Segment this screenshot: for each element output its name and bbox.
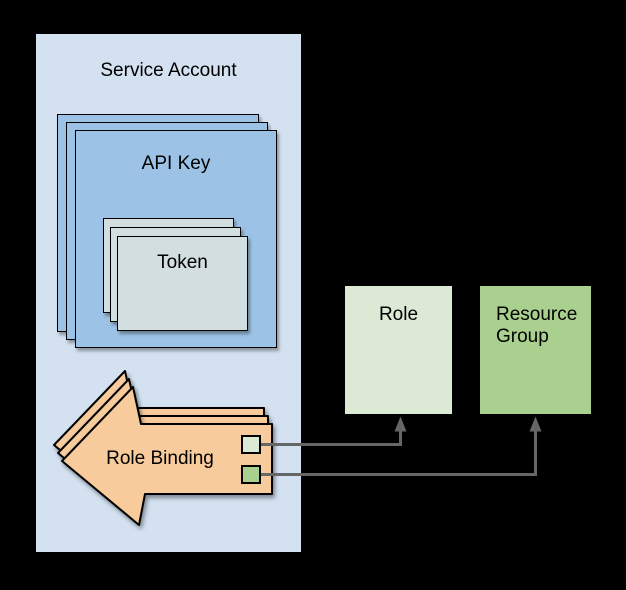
connector-role-binding-to-role: [260, 431, 402, 446]
role-node: [344, 285, 453, 415]
resource-group-port: [241, 465, 261, 484]
arrowhead-to-resource-group: [529, 416, 542, 432]
arrowhead-to-role: [394, 416, 407, 432]
resource-group-node: [479, 285, 592, 415]
token-card: [117, 236, 248, 331]
role-port: [241, 435, 261, 454]
role-binding-arrow: [61, 386, 273, 526]
connector-role-binding-to-resource-group: [260, 431, 537, 476]
